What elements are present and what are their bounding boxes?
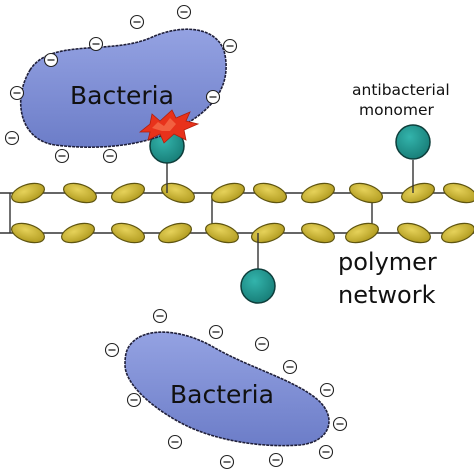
polymer-network (0, 182, 474, 244)
minus-circle-icon (222, 38, 238, 54)
polymer-bead (349, 182, 383, 204)
antibacterial-monomer-right (395, 124, 431, 160)
polymer-bead (397, 222, 431, 244)
minus-circle-icon (219, 454, 235, 470)
polymer-bead (253, 182, 287, 204)
polymer-bead (301, 182, 335, 204)
polymer-bead (63, 182, 97, 204)
minus-circle-icon (318, 444, 334, 460)
minus-circle-icon (126, 392, 142, 408)
starburst-icon (138, 109, 200, 144)
minus-circle-icon (205, 89, 221, 105)
polymer-bead (345, 222, 379, 244)
bead-row-bottom (11, 222, 474, 244)
polymer-network-label-line2: network (338, 281, 436, 309)
minus-circle-icon (9, 85, 25, 101)
antibacterial-monomer-label-line2: monomer (359, 101, 435, 119)
polymer-bead (443, 182, 474, 204)
minus-circle-icon (268, 452, 284, 468)
monomer-group (149, 124, 431, 304)
polymer-bead (301, 222, 335, 244)
minus-circle-icon (152, 308, 168, 324)
minus-circle-icon (104, 342, 120, 358)
minus-circle-icon (102, 148, 118, 164)
polymer-bead (11, 182, 45, 204)
minus-circle-icon (129, 14, 145, 30)
antibacterial-monomer-bottom (240, 268, 276, 304)
polymer-bead (158, 222, 192, 244)
minus-circle-icon (332, 416, 348, 432)
bead-row-top (11, 182, 474, 204)
polymer-bead (111, 222, 145, 244)
minus-circle-icon (254, 336, 270, 352)
minus-circle-icon (167, 434, 183, 450)
polymer-bead (401, 182, 435, 204)
minus-circle-icon (54, 148, 70, 164)
polymer-bead (11, 222, 45, 244)
polymer-bead (251, 222, 285, 244)
polymer-bead (211, 182, 245, 204)
polymer-bead (441, 222, 474, 244)
minus-circle-icon (176, 4, 192, 20)
bacteria-cell-top: Bacteria (19, 28, 227, 148)
minus-circle-icon (88, 36, 104, 52)
polymer-bead (111, 182, 145, 204)
minus-circle-icon (282, 359, 298, 375)
polymer-bead (61, 222, 95, 244)
minus-circle-icon (43, 52, 59, 68)
polymer-network-label-line1: polymer (338, 248, 437, 276)
bacteria-cell-bottom: Bacteria (124, 331, 330, 447)
bacteria-label-top: Bacteria (70, 81, 174, 110)
minus-circle-icon (319, 382, 335, 398)
negative-charges (4, 4, 348, 470)
polymer-bead (161, 182, 195, 204)
antibacterial-monomer-label-line1: antibacterial (352, 81, 450, 99)
minus-circle-icon (4, 130, 20, 146)
bacteria-label-bottom: Bacteria (170, 380, 274, 409)
bacteria-body-bottom (124, 331, 330, 447)
minus-circle-icon (208, 324, 224, 340)
polymer-bead (205, 222, 239, 244)
